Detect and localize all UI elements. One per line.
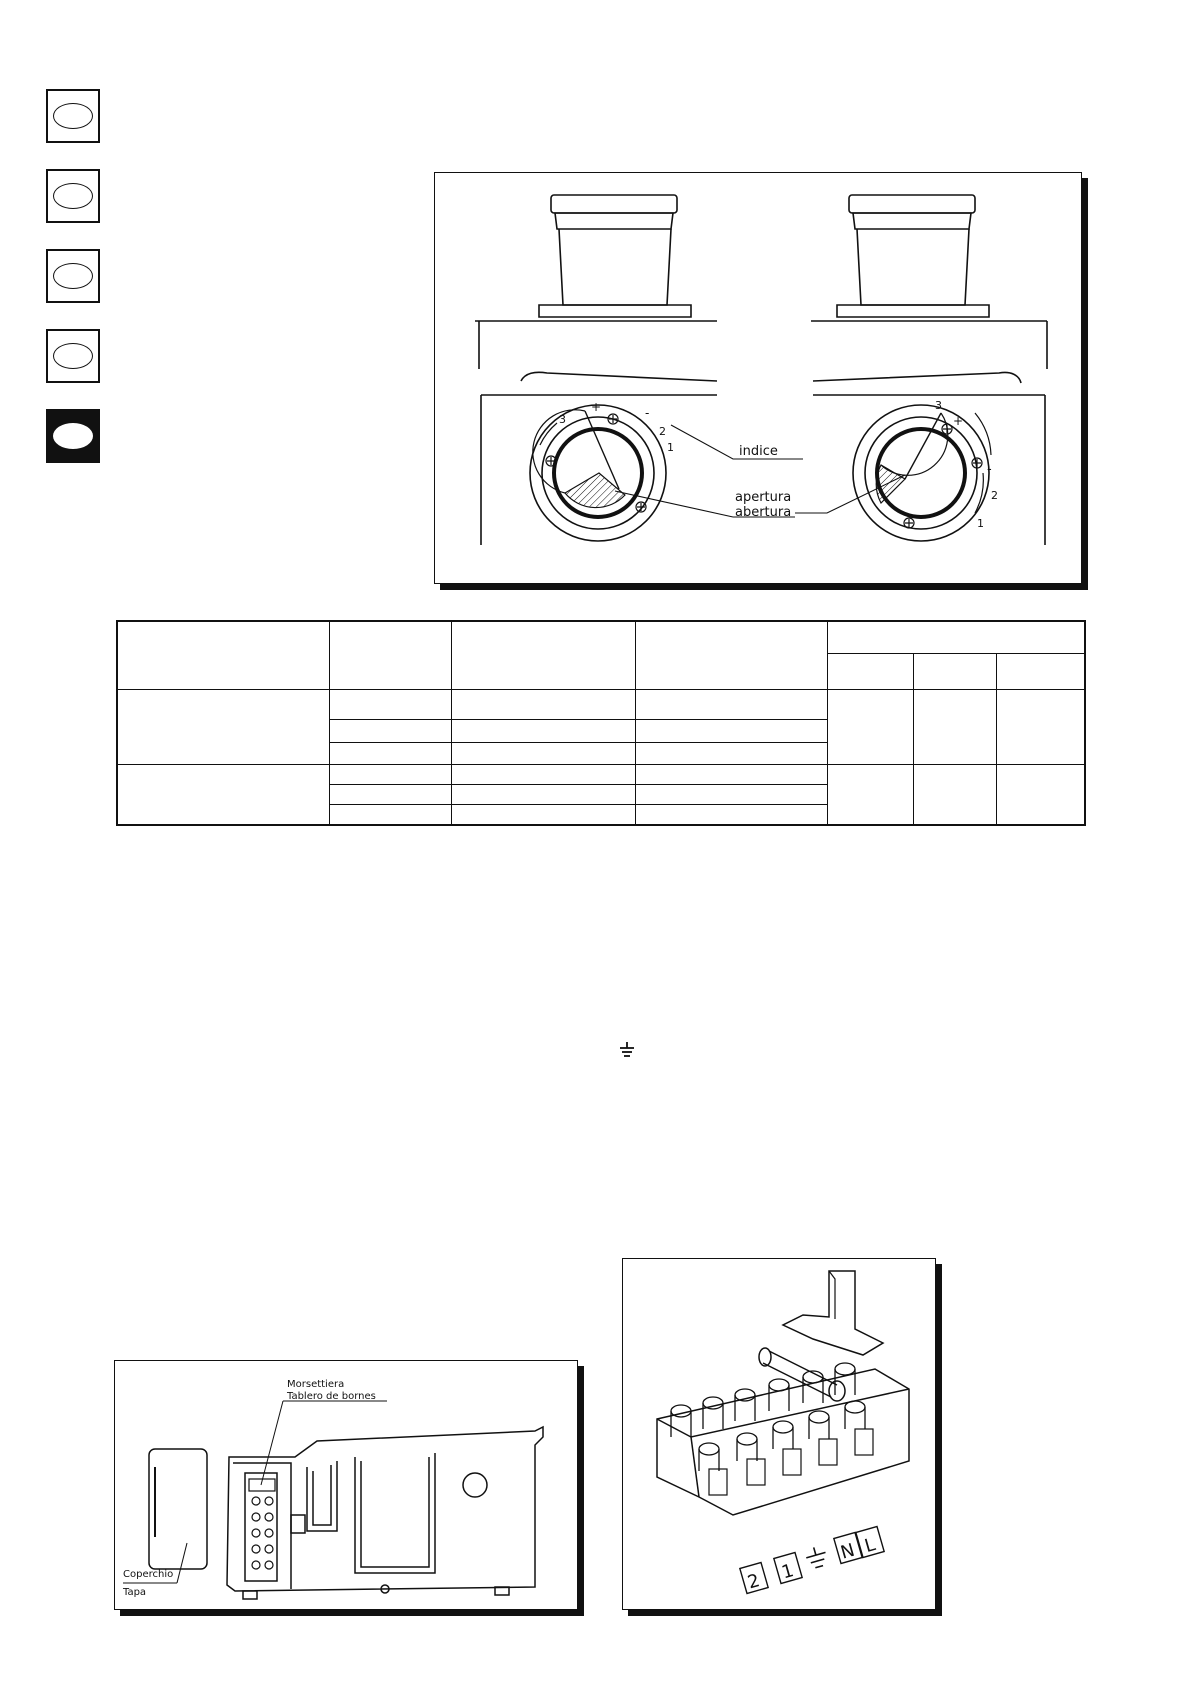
table-cell	[826, 763, 914, 826]
language-tab-1[interactable]	[46, 89, 100, 143]
table-cell	[634, 784, 828, 806]
terminal-box-drawing: Morsettiera Tablero de bornes Coperchio …	[122, 1379, 544, 1600]
table-row	[116, 689, 1086, 765]
label-terminal-it: Morsettiera	[287, 1379, 344, 1390]
table-cell	[995, 689, 1086, 765]
table-cell	[328, 784, 452, 806]
table-cell	[634, 689, 828, 721]
table-header-row	[116, 620, 1086, 691]
table-cell	[634, 741, 828, 765]
table-subheader-row	[117, 652, 1086, 691]
table-cell	[116, 689, 330, 765]
table-cell	[328, 741, 452, 765]
language-tab-oval	[53, 183, 93, 209]
table-row	[116, 763, 1086, 826]
dial-right-mark-3: 3	[935, 399, 942, 412]
table-header-cell	[450, 620, 636, 691]
figure-air-regulation: 3 + - 2 1 3 + - 2 1 indice apertura aber…	[434, 172, 1082, 584]
label-cover-it: Coperchio	[123, 1569, 173, 1580]
table-header-cell	[826, 652, 914, 691]
language-tab-5-active[interactable]	[46, 409, 100, 463]
table-header-cell	[826, 620, 1086, 654]
table-row	[117, 804, 1085, 826]
language-tab-3[interactable]	[46, 249, 100, 303]
label-index: indice	[739, 444, 778, 459]
table-cell	[912, 763, 997, 826]
terminal-block-drawing: 2 1 N L	[656, 1270, 910, 1595]
table-cell	[450, 784, 636, 806]
table-cell	[328, 763, 452, 786]
earth-ground-icon	[620, 1042, 634, 1057]
table-row	[117, 784, 1085, 806]
dial-right-mark-2: 2	[991, 489, 998, 502]
terminal-code-1: 1	[779, 1560, 796, 1583]
dial-right-mark-1: 1	[977, 517, 984, 530]
table-cell	[634, 804, 828, 826]
table-cell	[450, 741, 636, 765]
dial-right-mark-plus: +	[953, 414, 963, 428]
language-tab-oval	[53, 423, 93, 449]
table-cell	[634, 719, 828, 743]
label-terminal-es: Tablero de bornes	[286, 1391, 376, 1402]
terminal-code-l: L	[862, 1534, 877, 1557]
table-row	[117, 741, 1085, 765]
dial-left-mark-3: 3	[559, 413, 566, 426]
terminal-code-n: N	[838, 1540, 857, 1564]
table-header-cell	[328, 620, 452, 691]
language-tab-4[interactable]	[46, 329, 100, 383]
dial-right-mark-minus: -	[987, 462, 992, 477]
table-header-cell	[995, 652, 1086, 691]
figure-terminal-box: Morsettiera Tablero de bornes Coperchio …	[114, 1360, 578, 1610]
air-regulation-drawing: 3 + - 2 1 3 + - 2 1 indice apertura aber…	[475, 194, 1048, 545]
dial-left-mark-2: 2	[659, 425, 666, 438]
language-tab-oval	[53, 343, 93, 369]
table-cell	[912, 689, 997, 765]
label-opening-it: apertura	[735, 490, 791, 505]
label-opening-es: abertura	[735, 505, 791, 520]
table-cell	[328, 689, 452, 721]
table-cell	[116, 763, 330, 826]
label-cover-es: Tapa	[122, 1587, 146, 1598]
figure-terminal-block: 2 1 N L	[622, 1258, 936, 1610]
table-header-cell	[912, 652, 997, 691]
table-cell	[450, 763, 636, 786]
specification-table	[116, 620, 1086, 826]
table-row	[117, 719, 1085, 743]
table-cell	[328, 804, 452, 826]
table-cell	[450, 719, 636, 743]
table-cell	[634, 763, 828, 786]
language-tab-2[interactable]	[46, 169, 100, 223]
table-cell	[328, 719, 452, 743]
terminal-code-2: 2	[745, 1570, 762, 1593]
language-tab-oval	[53, 103, 93, 129]
dial-left-mark-1: 1	[667, 441, 674, 454]
dial-left-mark-minus: -	[645, 406, 649, 420]
table-cell	[995, 763, 1086, 826]
language-tab-oval	[53, 263, 93, 289]
table-cell	[450, 804, 636, 826]
table-cell	[450, 689, 636, 721]
table-cell	[826, 689, 914, 765]
table-header-cell	[116, 620, 330, 691]
dial-left-mark-plus: +	[591, 400, 601, 414]
table-header-cell	[634, 620, 828, 691]
